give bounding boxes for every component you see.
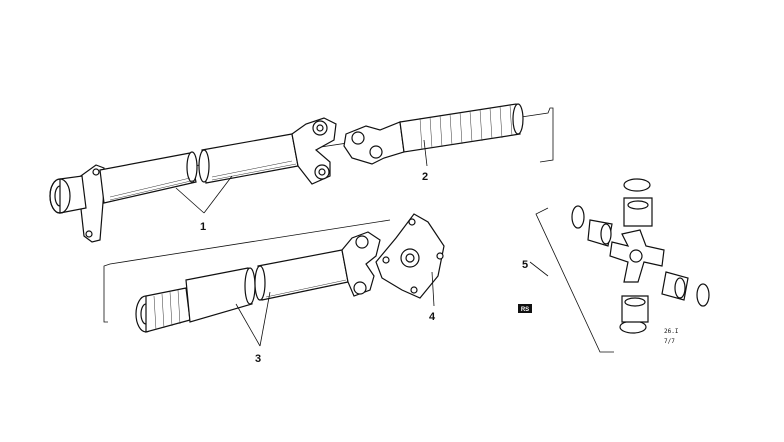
part-5-universal-joint-kit[interactable]	[535, 178, 710, 353]
part-4-flange[interactable]	[375, 213, 445, 299]
part-1-front-propeller-shaft[interactable]	[49, 117, 337, 243]
rs-badge-label: RS	[521, 307, 529, 313]
part-2-slip-yoke[interactable]	[343, 103, 524, 165]
callout-5: 5	[522, 259, 528, 271]
lower-assembly-bracket	[103, 219, 391, 323]
part-3-rear-propeller-shaft[interactable]	[135, 231, 381, 333]
callout-4: 4	[429, 311, 436, 323]
diagram-code-line1: 26.I	[664, 328, 679, 335]
diagram-code-line2: 7/7	[664, 338, 675, 345]
callout-1: 1	[200, 221, 206, 233]
rs-badge: RS	[518, 304, 532, 313]
callout-3: 3	[255, 353, 261, 365]
callout-2: 2	[422, 171, 428, 183]
leader-lines	[175, 139, 549, 347]
